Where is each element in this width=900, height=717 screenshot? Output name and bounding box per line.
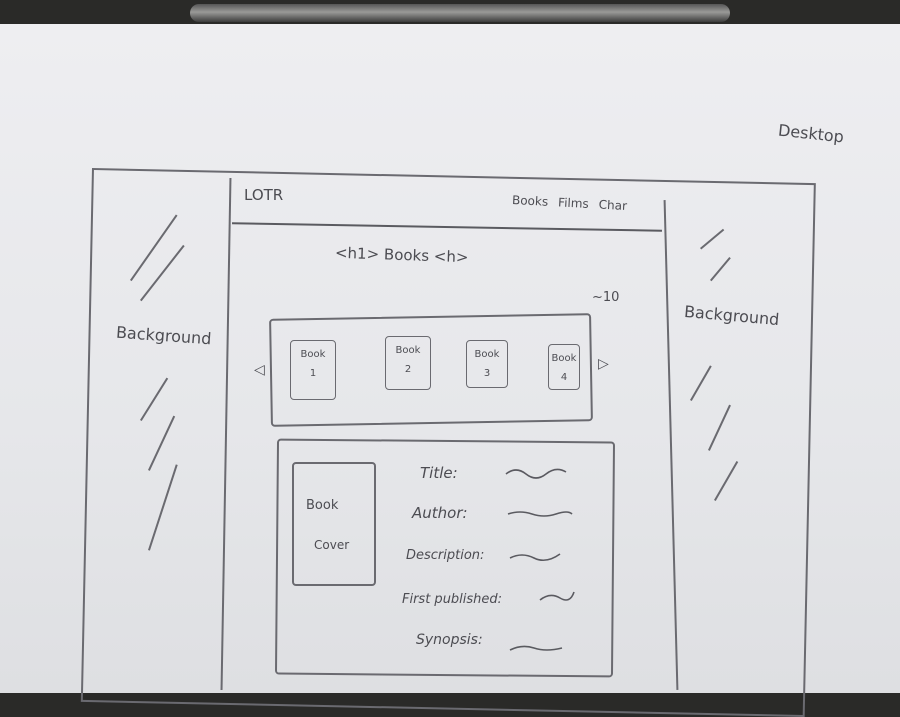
book-card-label: Book [395, 345, 421, 356]
item-count: ~10 [592, 290, 620, 305]
book-cover-label: Book [306, 498, 339, 513]
site-logo[interactable]: LOTR [244, 186, 284, 204]
field-title-label: Title: [420, 464, 458, 482]
triangle-right-icon[interactable]: ▷ [598, 356, 609, 372]
book-cover-sub: Cover [314, 538, 350, 552]
field-value-placeholder [505, 468, 567, 479]
field-value-placeholder [509, 645, 563, 651]
nav-item-films[interactable]: Films [557, 195, 590, 211]
book-card-number: 3 [483, 368, 491, 379]
field-first-published-label: First published: [402, 592, 503, 607]
field-value-placeholder [509, 553, 561, 562]
triangle-left-icon[interactable]: ◁ [254, 362, 265, 378]
nav-item-char[interactable]: Char [598, 197, 628, 214]
nav-item-books[interactable]: Books [511, 192, 549, 209]
pen-object [190, 4, 730, 22]
book-card[interactable]: Book 1 [290, 340, 336, 400]
book-card[interactable]: Book 4 [548, 344, 580, 390]
book-card-label: Book [551, 353, 577, 364]
paper-background [0, 24, 900, 693]
field-synopsis-label: Synopsis: [416, 632, 483, 648]
field-description-label: Description: [406, 548, 485, 563]
field-value-placeholder [507, 511, 573, 517]
book-card-number: 1 [309, 368, 317, 379]
field-value-placeholder [539, 591, 575, 601]
book-card[interactable]: Book 3 [466, 340, 508, 388]
book-card-number: 2 [404, 364, 412, 375]
book-cover-image: Book Cover [292, 462, 376, 586]
book-card-number: 4 [560, 372, 568, 383]
field-author-label: Author: [412, 504, 468, 522]
book-card[interactable]: Book 2 [385, 336, 431, 390]
book-card-label: Book [474, 349, 500, 360]
book-card-label: Book [300, 349, 326, 360]
